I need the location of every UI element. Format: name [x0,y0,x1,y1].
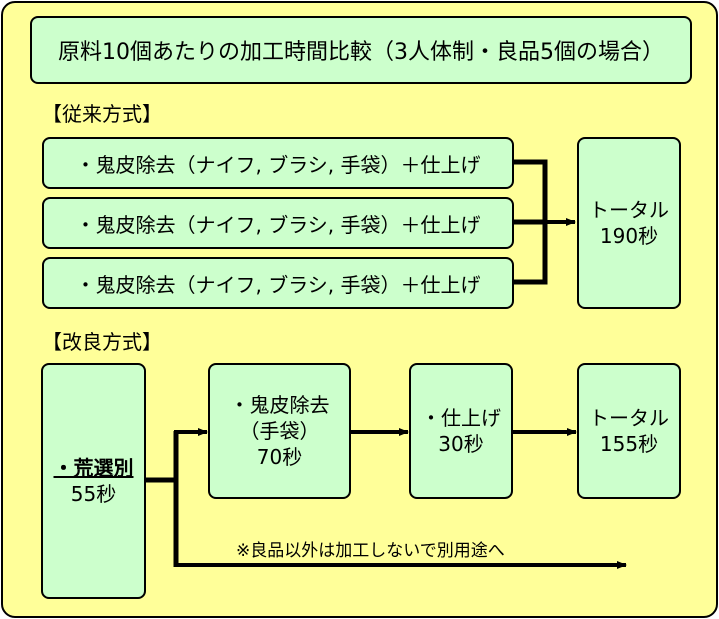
peeling-box: ・鬼皮除去 （手袋） 70秒 [208,363,351,499]
finishing-box: ・仕上げ 30秒 [409,363,513,499]
sorting-branch-connector [146,477,179,567]
sorting-box: ・荒選別 55秒 [41,363,146,599]
traditional-step-1: ・鬼皮除去（ナイフ, ブラシ, 手袋）＋仕上げ [42,137,514,189]
traditional-total-box: トータル 190秒 [577,137,681,309]
traditional-step-3: ・鬼皮除去（ナイフ, ブラシ, 手袋）＋仕上げ [42,257,514,309]
other-use-note: ※良品以外は加工しないで別用途へ [236,541,505,561]
traditional-step-2: ・鬼皮除去（ナイフ, ブラシ, 手袋）＋仕上げ [42,197,514,249]
improved-total-box: トータル 155秒 [577,363,681,499]
traditional-heading: 【従来方式】 [42,102,162,126]
diagram-title: 原料10個あたりの加工時間比較（3人体制・良品5個の場合） [30,16,692,84]
improved-heading: 【改良方式】 [42,330,162,354]
